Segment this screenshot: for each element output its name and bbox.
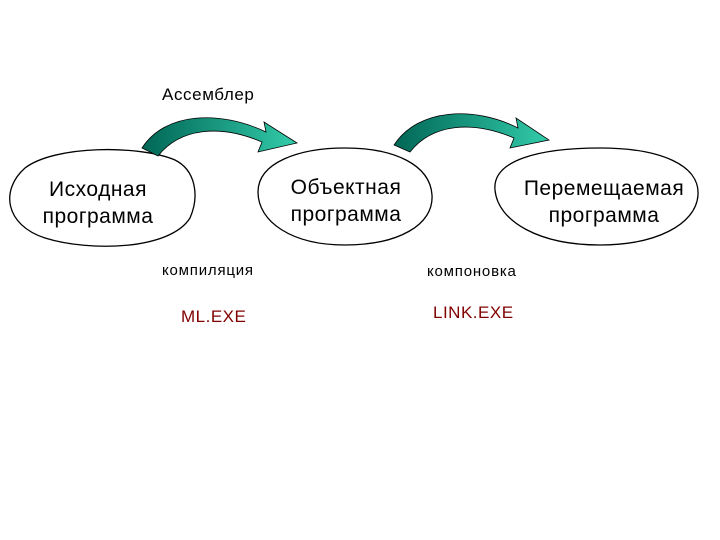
assembler-title: Ассемблер <box>162 85 255 104</box>
link-tool-name: LINK.EXE <box>433 303 514 322</box>
object-program-line1: Объектная <box>290 176 402 199</box>
relocatable-program-ellipse <box>494 147 699 246</box>
relocatable-program-line1: Перемещаемая <box>523 177 685 200</box>
relocatable-program-node: Перемещаемая программа <box>506 175 702 229</box>
link-step-label: компоновка <box>427 263 517 280</box>
link-arrow-icon <box>393 113 551 153</box>
compile-step-label: компиляция <box>162 262 254 279</box>
source-program-line2: программа <box>42 205 154 228</box>
object-program-node: Объектная программа <box>262 174 430 228</box>
source-program-ellipse <box>9 148 196 247</box>
source-program-line1: Исходная <box>49 178 147 201</box>
compile-arrow-icon <box>141 117 299 157</box>
relocatable-program-line2: программа <box>548 204 660 227</box>
compile-tool-name: ML.EXE <box>181 307 247 326</box>
source-program-node: Исходная программа <box>18 176 178 230</box>
object-program-line2: программа <box>290 203 402 226</box>
object-program-ellipse <box>257 147 433 246</box>
